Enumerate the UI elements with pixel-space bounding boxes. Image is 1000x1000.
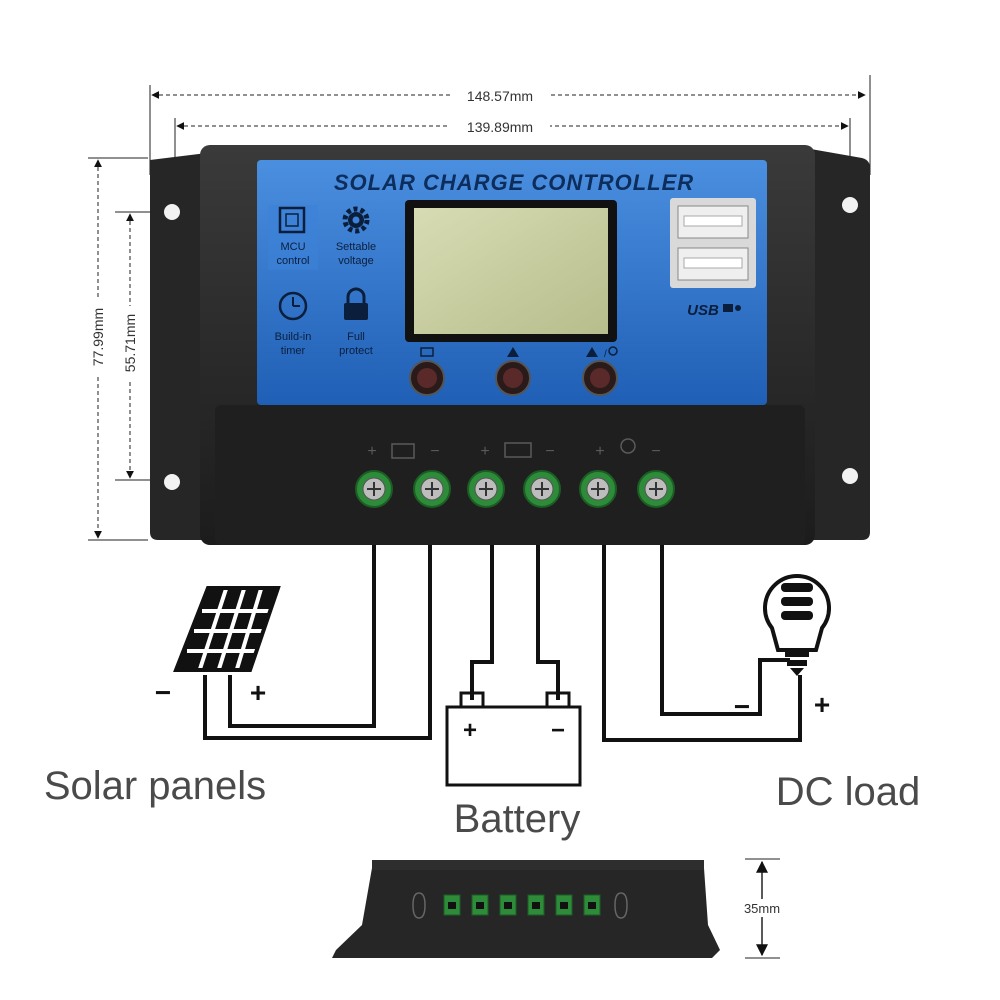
dimension-depth: 35mm	[737, 858, 787, 959]
lcd-screen	[414, 208, 608, 334]
hole-width-label: 139.89mm	[467, 119, 533, 135]
terminal-block	[215, 405, 805, 545]
feature-settable-voltage: Settable voltage	[336, 206, 376, 267]
usb-logo: USB	[687, 302, 741, 319]
solar-minus-sign: −	[155, 677, 171, 708]
mount-hole	[164, 204, 180, 220]
usb-label: USB	[687, 302, 719, 319]
clock-icon	[278, 291, 308, 321]
side-terminal	[499, 894, 517, 916]
battery-minus-sign: −	[551, 717, 565, 744]
gear-icon	[342, 206, 370, 234]
battery-icon	[445, 691, 582, 787]
terminal-screw[interactable]	[355, 470, 393, 508]
feature-label: Full	[347, 331, 365, 343]
terminal-screw[interactable]	[579, 470, 617, 508]
dc-load-label: DC load	[776, 770, 921, 814]
wiring	[203, 545, 802, 742]
solar-plus-sign: +	[250, 677, 266, 708]
feature-label: Build-in	[275, 331, 312, 343]
solar-symbol-icon	[391, 443, 415, 459]
chip-icon	[278, 206, 306, 234]
light-bulb-icon	[763, 574, 831, 676]
terminal-sign: −	[430, 443, 439, 460]
terminal-screw[interactable]	[413, 470, 451, 508]
bulb-symbol-icon	[620, 438, 636, 454]
battery-plus-sign: +	[463, 717, 477, 744]
side-terminal	[527, 894, 545, 916]
dimension-overall-width: 148.57mm	[149, 75, 871, 175]
terminal-sign: +	[480, 443, 489, 460]
solar-panel-icon	[173, 586, 281, 672]
terminal-sign: −	[545, 443, 554, 460]
svg-text:/: /	[604, 349, 607, 360]
usb-ports[interactable]	[670, 198, 756, 288]
battery-symbol-icon	[504, 442, 532, 458]
feature-label: voltage	[338, 255, 373, 267]
controller-body: SOLAR CHARGE CONTROLLER MCU control Sett…	[150, 145, 870, 545]
side-terminal	[443, 894, 461, 916]
load-wire-negative	[660, 545, 790, 716]
hole-height-label: 55.71mm	[122, 314, 138, 372]
feature-full-protect: Full protect	[339, 287, 373, 357]
warning-button[interactable]	[495, 347, 531, 396]
side-terminal	[583, 894, 601, 916]
load-minus-sign: −	[734, 691, 750, 722]
battery-wire-positive	[470, 545, 494, 700]
overall-height-label: 77.99mm	[90, 308, 106, 366]
feature-label: timer	[281, 345, 306, 357]
terminal-sign: +	[595, 443, 604, 460]
load-wire-positive	[602, 545, 802, 742]
terminal-screw[interactable]	[467, 470, 505, 508]
feature-label: MCU	[280, 241, 305, 253]
load-button[interactable]: /	[582, 346, 618, 396]
side-terminal	[555, 894, 573, 916]
lock-icon	[344, 287, 368, 320]
terminal-sign: −	[651, 443, 660, 460]
feature-label: Settable	[336, 241, 376, 253]
battery-label: Battery	[454, 797, 581, 841]
feature-build-in-timer: Build-in timer	[275, 291, 312, 357]
depth-label: 35mm	[744, 901, 780, 916]
solar-panels-label: Solar panels	[44, 764, 266, 808]
dimension-hole-height: 55.71mm	[115, 211, 170, 481]
feature-label: control	[276, 255, 309, 267]
side-terminal	[471, 894, 489, 916]
dimension-overall-height: 77.99mm	[88, 157, 148, 541]
terminal-sign: +	[367, 443, 376, 460]
menu-button[interactable]	[409, 347, 445, 396]
feature-mcu-control: MCU control	[268, 205, 318, 270]
dimension-hole-width: 139.89mm	[174, 117, 851, 205]
side-terminals	[443, 894, 601, 916]
controller-title: SOLAR CHARGE CONTROLLER	[334, 170, 694, 195]
terminal-screws	[355, 470, 675, 508]
mount-hole	[842, 468, 858, 484]
load-plus-sign: +	[814, 689, 830, 720]
battery-wire-negative	[536, 545, 560, 700]
controller-side-view	[332, 860, 720, 958]
mount-hole	[842, 197, 858, 213]
terminal-screw[interactable]	[637, 470, 675, 508]
mount-hole	[164, 474, 180, 490]
terminal-screw[interactable]	[523, 470, 561, 508]
solar-wire-positive	[228, 545, 376, 728]
overall-width-label: 148.57mm	[467, 88, 533, 104]
solar-wire-negative	[203, 545, 432, 740]
feature-label: protect	[339, 345, 373, 357]
